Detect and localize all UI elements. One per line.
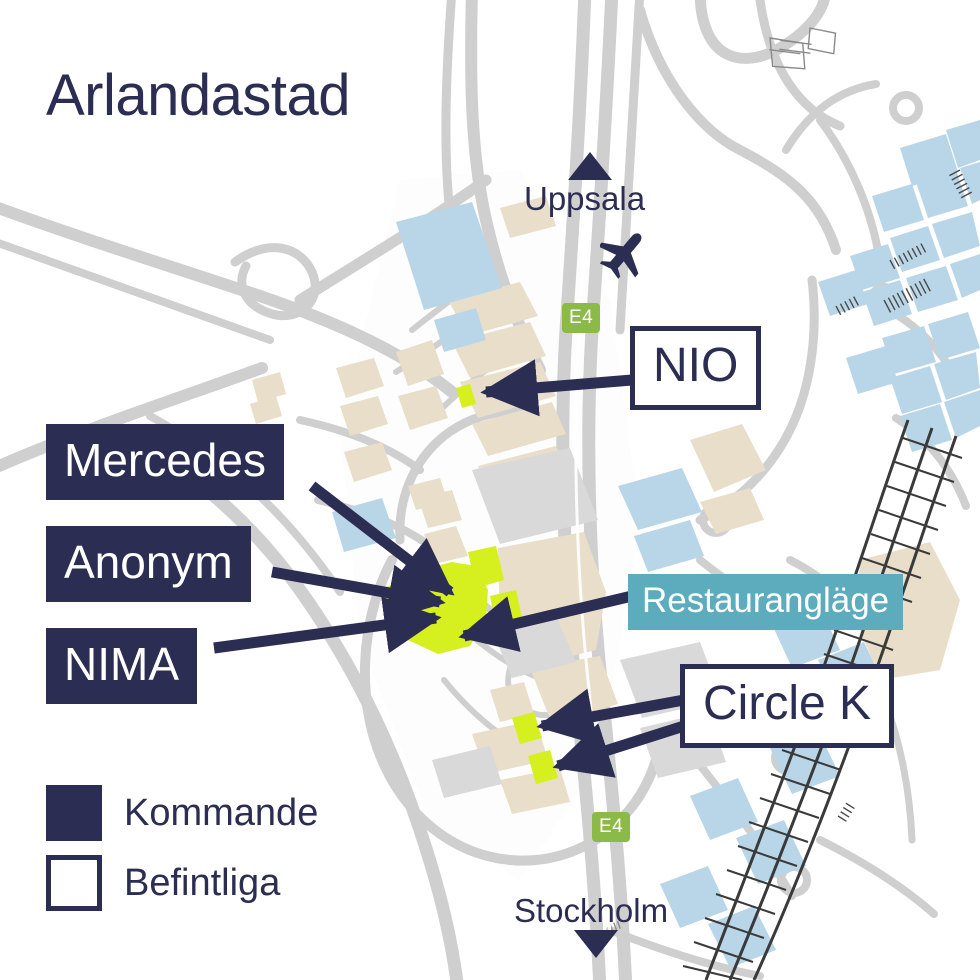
legend-item-kommande: Kommande bbox=[46, 782, 318, 844]
legend-label-befintliga: Befintliga bbox=[124, 862, 281, 904]
legend: Kommande Befintliga bbox=[46, 782, 318, 922]
callout-label-mercedes[interactable]: Mercedes bbox=[46, 424, 284, 500]
direction-label-uppsala: Uppsala bbox=[524, 180, 646, 217]
callout-label-nima[interactable]: NIMA bbox=[46, 628, 197, 704]
page-title: Arlandastad bbox=[46, 63, 351, 128]
legend-label-kommande: Kommande bbox=[124, 792, 319, 834]
callout-label-anonym[interactable]: Anonym bbox=[46, 526, 251, 602]
road-shield-e4-north: E4 bbox=[562, 303, 601, 333]
callout-label-circlek[interactable]: Circle K bbox=[680, 664, 895, 748]
legend-swatch-befintliga bbox=[46, 855, 102, 911]
plot-circlek-lower bbox=[528, 750, 558, 784]
plot-nio bbox=[456, 384, 476, 408]
road-shield-e4-south: E4 bbox=[592, 812, 631, 842]
airplane-icon bbox=[600, 233, 642, 279]
plot-circlek-upper bbox=[512, 712, 542, 744]
triangle-up-icon bbox=[568, 152, 612, 180]
callout-label-restauranglage[interactable]: Restaurangläge bbox=[628, 574, 904, 630]
direction-label-stockholm: Stockholm bbox=[514, 892, 669, 929]
legend-swatch-kommande bbox=[46, 785, 102, 841]
triangle-down-icon bbox=[574, 930, 618, 958]
legend-item-befintliga: Befintliga bbox=[46, 852, 318, 914]
plot-central-north bbox=[468, 546, 504, 588]
callout-label-nio[interactable]: NIO bbox=[630, 326, 762, 410]
